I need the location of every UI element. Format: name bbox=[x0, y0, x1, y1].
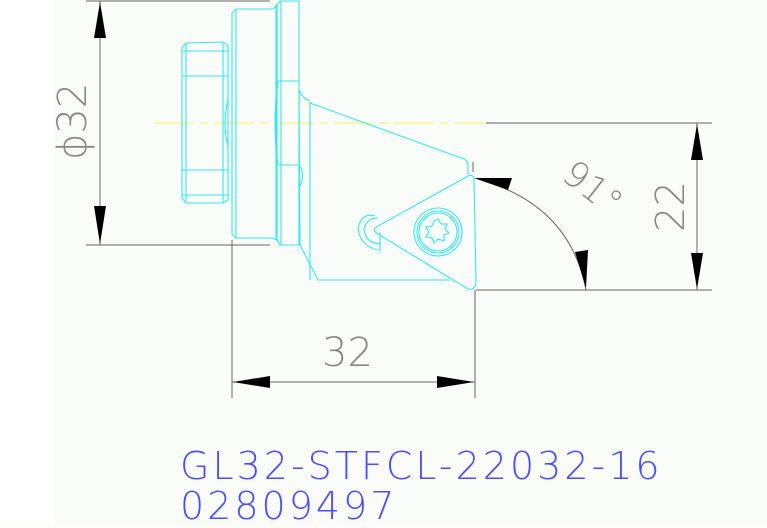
diameter-dimension-label: ϕ32 bbox=[50, 83, 96, 160]
dimension-arrows bbox=[94, 2, 703, 388]
part-number: 02809497 bbox=[180, 484, 398, 528]
left-margin bbox=[0, 0, 55, 523]
angle-dimension-label: 91° bbox=[554, 153, 630, 225]
height-dimension-label: 22 bbox=[648, 181, 694, 232]
tool-geometry bbox=[181, 0, 477, 290]
drawing-title: GL32-STFCL-22032-16 bbox=[180, 444, 663, 488]
length-dimension-label: 32 bbox=[322, 330, 373, 376]
